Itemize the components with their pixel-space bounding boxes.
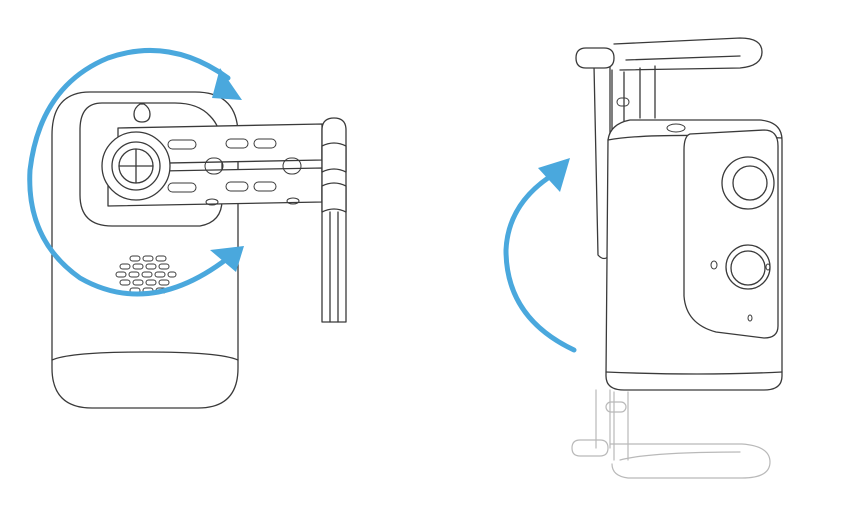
tilt-arrow-icon [503, 158, 577, 353]
top-arm-edge [625, 55, 741, 61]
post-clamp-upper [321, 142, 347, 173]
top-button [666, 123, 686, 133]
motion-sensor-icon [730, 250, 766, 286]
ghost-lower-bracket [571, 389, 771, 479]
led-indicator [710, 260, 718, 270]
top-arm [613, 37, 763, 71]
bracket-slots [167, 138, 302, 206]
microphone-hole [747, 314, 753, 322]
light-sensor [765, 263, 771, 271]
rotation-arrow-icon [27, 47, 244, 297]
camera-side-view [503, 37, 783, 479]
post-grooves [329, 211, 339, 323]
housing-bottom-edge [605, 371, 783, 375]
post-clamp-lower [321, 182, 347, 213]
pole-slot [616, 97, 630, 107]
screw-cross-icon [118, 148, 154, 184]
camera-rear-view [27, 47, 347, 409]
keyhole-icon [133, 103, 151, 123]
camera-bottom-band [51, 351, 239, 361]
arm-support [639, 65, 656, 119]
camera-lens-icon [732, 165, 768, 201]
camera-front-face [683, 129, 779, 339]
pole-top-cap [575, 47, 615, 69]
